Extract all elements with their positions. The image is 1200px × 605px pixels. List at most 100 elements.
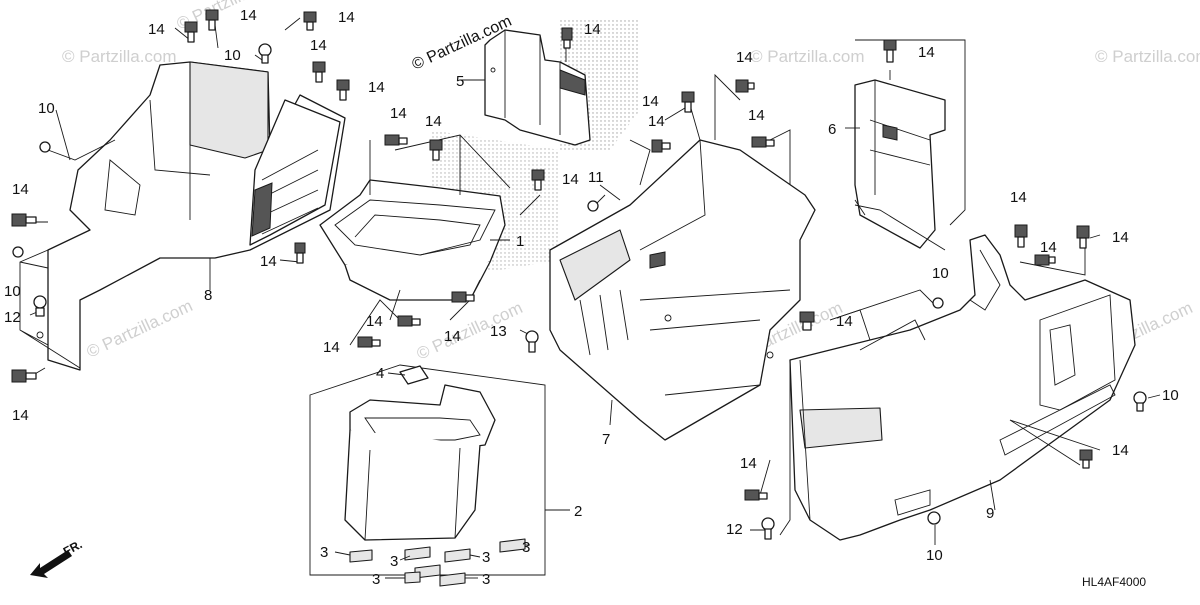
callout-6: 6 bbox=[828, 121, 836, 138]
callout-13: 13 bbox=[490, 323, 507, 340]
grommet-icon bbox=[11, 213, 37, 227]
grommet-icon bbox=[397, 315, 421, 327]
grommet-icon bbox=[681, 91, 695, 113]
callout-8: 8 bbox=[204, 287, 212, 304]
callout-14: 14 bbox=[1010, 189, 1027, 206]
bolt-icon bbox=[258, 43, 272, 64]
grommet-icon bbox=[799, 311, 815, 331]
grommet-icon bbox=[883, 39, 897, 63]
bolt-icon bbox=[1133, 391, 1147, 412]
part-5-bracket bbox=[484, 29, 591, 146]
callout-3: 3 bbox=[390, 553, 398, 570]
callout-14: 14 bbox=[836, 313, 853, 330]
grommet-icon bbox=[312, 61, 326, 83]
callout-10: 10 bbox=[4, 283, 21, 300]
bolt-icon bbox=[525, 330, 539, 353]
callout-14: 14 bbox=[736, 49, 753, 66]
callout-12: 12 bbox=[4, 309, 21, 326]
callout-14: 14 bbox=[1112, 229, 1129, 246]
bolt-icon bbox=[927, 511, 941, 525]
callout-3: 3 bbox=[482, 571, 490, 588]
callout-11: 11 bbox=[588, 169, 604, 186]
callout-14: 14 bbox=[12, 181, 29, 198]
callout-12: 12 bbox=[726, 521, 743, 538]
grommet-icon bbox=[429, 139, 443, 161]
grommet-icon bbox=[744, 489, 768, 501]
callout-14: 14 bbox=[444, 328, 461, 345]
callout-labels: 14 14 10 14 14 14 10 14 10 12 14 8 14 14… bbox=[4, 7, 1179, 588]
bolt-icon bbox=[33, 295, 47, 317]
watermark: © Partzilla.com bbox=[750, 47, 865, 66]
callout-3: 3 bbox=[482, 549, 490, 566]
callout-14: 14 bbox=[260, 253, 277, 270]
callout-10: 10 bbox=[38, 100, 55, 117]
callout-10: 10 bbox=[932, 265, 949, 282]
callout-14: 14 bbox=[425, 113, 442, 130]
grommet-icon bbox=[751, 136, 775, 148]
callout-14: 14 bbox=[562, 171, 579, 188]
grommet-icon bbox=[184, 21, 198, 43]
bolt-icon bbox=[761, 517, 775, 540]
bolt-icon bbox=[587, 200, 599, 212]
callout-14: 14 bbox=[366, 313, 383, 330]
callout-2: 2 bbox=[574, 503, 582, 520]
callout-14: 14 bbox=[338, 9, 355, 26]
grommet-icon bbox=[303, 11, 317, 31]
watermark: © Partzilla.com bbox=[62, 47, 177, 66]
callout-7: 7 bbox=[602, 431, 610, 448]
callout-14: 14 bbox=[323, 339, 340, 356]
callout-14: 14 bbox=[310, 37, 327, 54]
part-3-pads bbox=[349, 538, 526, 587]
grommet-icon bbox=[357, 336, 381, 348]
grommet-icon bbox=[651, 139, 671, 153]
grommet-icon bbox=[735, 79, 755, 93]
part-6-bracket bbox=[854, 79, 946, 249]
callout-14: 14 bbox=[240, 7, 257, 24]
callout-14: 14 bbox=[1112, 442, 1129, 459]
grommet-icon bbox=[205, 9, 219, 31]
callout-1: 1 bbox=[516, 233, 524, 250]
part-1-tray bbox=[319, 179, 506, 301]
callout-10: 10 bbox=[926, 547, 943, 564]
callout-4: 4 bbox=[376, 365, 384, 382]
callout-14: 14 bbox=[740, 455, 757, 472]
grommet-icon bbox=[294, 242, 306, 264]
callout-14: 14 bbox=[12, 407, 29, 424]
callout-10: 10 bbox=[224, 47, 241, 64]
diagram-code: HL4AF4000 bbox=[1082, 575, 1146, 589]
grommet-icon bbox=[1079, 449, 1093, 469]
front-direction-arrow: FR. bbox=[30, 537, 84, 578]
callout-14: 14 bbox=[390, 105, 407, 122]
callout-5: 5 bbox=[456, 73, 464, 90]
part-7-floor-cover bbox=[549, 139, 816, 441]
watermark: © Partzilla.com bbox=[1095, 47, 1200, 66]
grommet-icon bbox=[11, 369, 37, 383]
callout-3: 3 bbox=[320, 544, 328, 561]
callout-14: 14 bbox=[584, 21, 601, 38]
grommet-icon bbox=[531, 169, 545, 191]
watermark: © Partzilla.com bbox=[84, 296, 196, 362]
callout-9: 9 bbox=[986, 505, 994, 522]
callout-14: 14 bbox=[1040, 239, 1057, 256]
callout-14: 14 bbox=[148, 21, 165, 38]
callout-14: 14 bbox=[918, 44, 935, 61]
leader-lines bbox=[19, 17, 1161, 579]
watermark: © Partzilla.com bbox=[414, 298, 526, 364]
callout-3: 3 bbox=[372, 571, 380, 588]
part-9-right-cover bbox=[789, 234, 1136, 541]
callout-3: 3 bbox=[522, 539, 530, 556]
grommet-icon bbox=[1034, 254, 1056, 266]
bolt-icon bbox=[39, 141, 51, 153]
part-2-box bbox=[309, 364, 546, 576]
fasteners bbox=[11, 9, 1147, 540]
bolt-icon bbox=[12, 246, 24, 258]
grommet-icon bbox=[451, 291, 475, 303]
grommet-icon bbox=[1076, 225, 1090, 249]
grommet-icon bbox=[384, 134, 408, 146]
grommet-icon bbox=[336, 79, 350, 101]
callout-14: 14 bbox=[368, 79, 385, 96]
bolt-icon bbox=[932, 297, 944, 309]
grommet-icon bbox=[561, 27, 573, 49]
